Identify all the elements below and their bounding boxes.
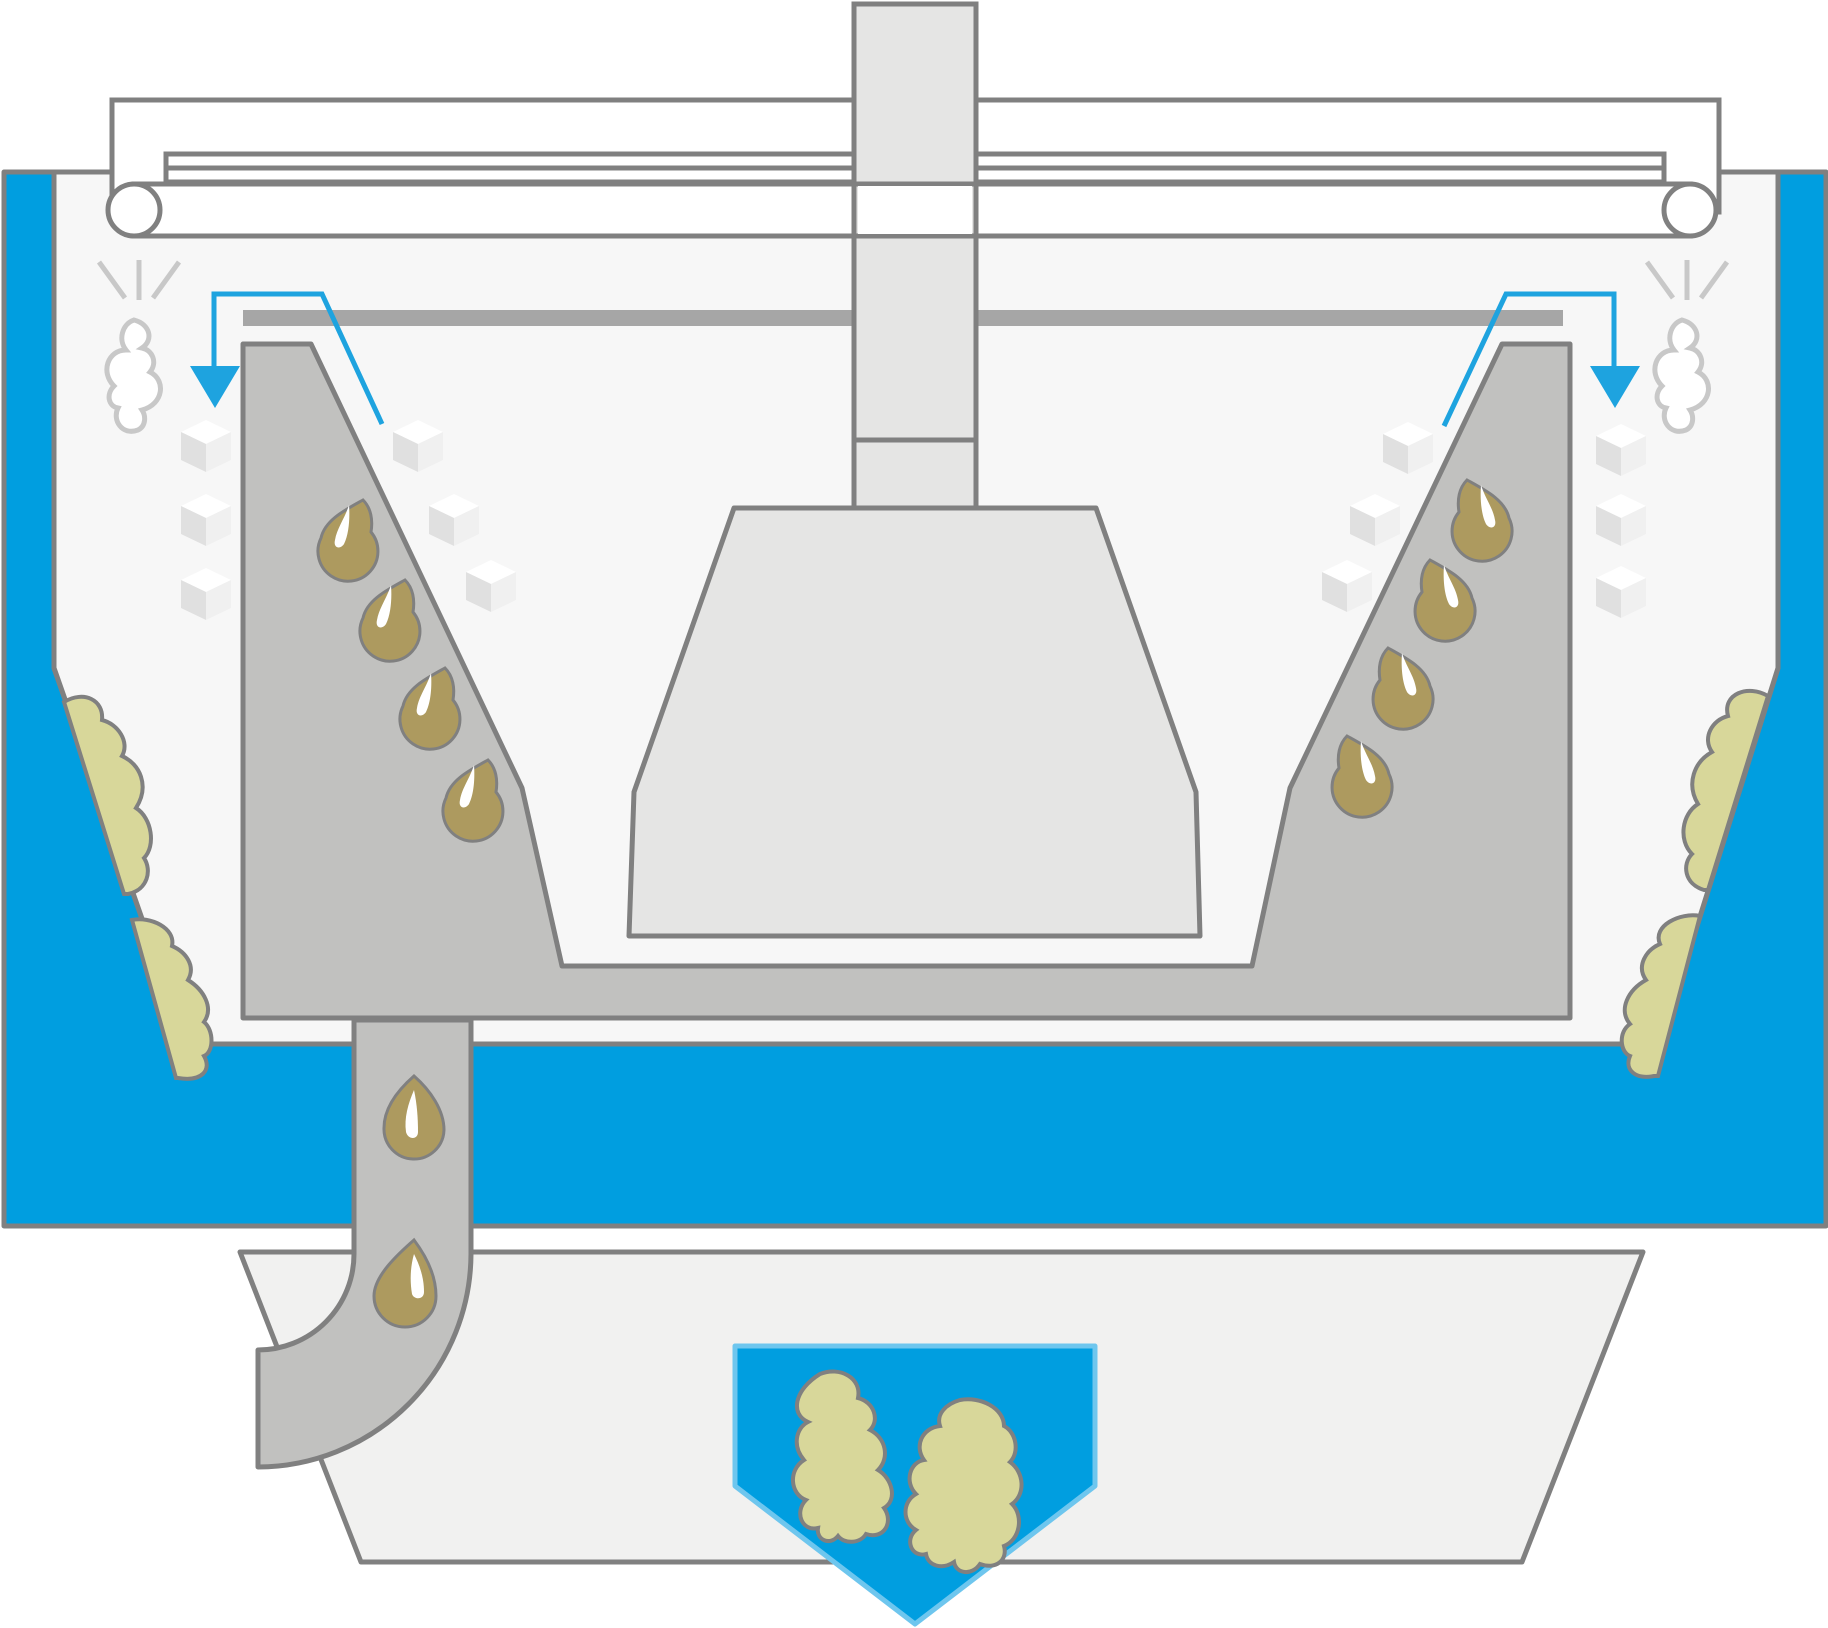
arrow-icon (190, 291, 385, 426)
arrow-icon (1441, 291, 1640, 428)
roller-icon (105, 181, 163, 239)
residue-icon (791, 1369, 1024, 1574)
roller-icon (1661, 181, 1719, 239)
central-shaft (851, 1, 979, 511)
residue-icon (61, 694, 214, 1081)
receiving-body (240, 341, 1573, 1021)
residue-icon (1619, 688, 1771, 1079)
oil-drop-icon (372, 1074, 446, 1329)
center-block (626, 505, 1203, 939)
